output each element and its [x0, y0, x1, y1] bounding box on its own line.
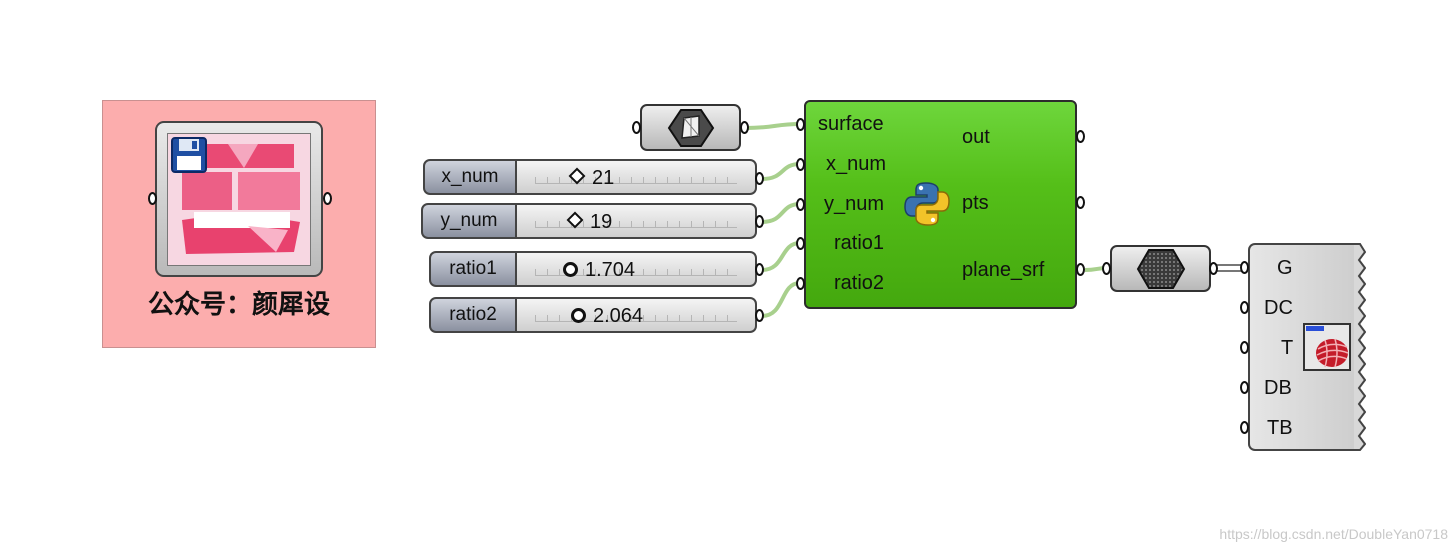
python-output-grip-plane-srf[interactable]: [1076, 263, 1085, 276]
slider-x-num-label: x_num: [423, 159, 517, 195]
input-surface[interactable]: surface: [818, 113, 884, 135]
floppy-disk-icon: [171, 137, 207, 173]
preview-input-grip-t[interactable]: [1240, 341, 1249, 354]
surface-param-input-grip[interactable]: [632, 121, 641, 134]
python-input-grip-ratio2[interactable]: [796, 277, 805, 290]
wire-surface: [745, 122, 801, 130]
preview-input-g[interactable]: G: [1277, 257, 1293, 279]
wire-x-num: [761, 162, 801, 181]
wire-ratio1: [761, 241, 801, 272]
input-y-num[interactable]: y_num: [824, 193, 885, 215]
preview-input-dc[interactable]: DC: [1264, 297, 1293, 319]
python-input-grip-y-num[interactable]: [796, 198, 805, 211]
input-ratio2[interactable]: ratio2: [834, 272, 885, 294]
python-output-grip-out[interactable]: [1076, 130, 1085, 143]
output-pts[interactable]: pts: [962, 192, 989, 214]
preview-input-grip-dc[interactable]: [1240, 301, 1249, 314]
output-out[interactable]: out: [962, 126, 990, 148]
surface-param-output-grip[interactable]: [740, 121, 749, 134]
preview-input-tb[interactable]: TB: [1267, 417, 1293, 439]
slider-x-num-value: 21: [592, 167, 615, 189]
slider-ratio1-knob[interactable]: [563, 262, 578, 277]
python-input-grip-x-num[interactable]: [796, 158, 805, 171]
image-sampler-output-grip[interactable]: [323, 192, 332, 205]
slider-ratio2[interactable]: 2.064: [517, 297, 757, 333]
surface-icon: [667, 109, 715, 147]
slider-ratio2-output-grip[interactable]: [755, 309, 764, 322]
preview-input-grip-g[interactable]: [1240, 261, 1249, 274]
slider-y-num-output-grip[interactable]: [755, 215, 764, 228]
slider-ratio1-value: 1.704: [585, 259, 636, 281]
geometry-param-input-grip[interactable]: [1102, 262, 1111, 275]
slider-y-num[interactable]: 19: [517, 203, 757, 239]
slider-y-num-label: y_num: [421, 203, 517, 239]
wire-to-preview: [1214, 264, 1242, 272]
preview-input-grip-db[interactable]: [1240, 381, 1249, 394]
slider-x-num-knob[interactable]: [568, 167, 586, 185]
group-label: 公众号：颜犀设: [147, 290, 330, 320]
input-x-num[interactable]: x_num: [826, 153, 887, 175]
geometry-param-node[interactable]: [1110, 245, 1211, 292]
image-sampler-input-grip[interactable]: [148, 192, 157, 205]
slider-ratio1-output-grip[interactable]: [755, 263, 764, 276]
custom-preview-icon: [1303, 323, 1351, 371]
preview-input-t[interactable]: T: [1281, 337, 1294, 359]
slider-ticks: [535, 269, 737, 276]
slider-ratio1-label: ratio1: [429, 251, 517, 287]
watermark: https://blog.csdn.net/DoubleYan0718: [1219, 526, 1448, 542]
hexagon-mesh-icon: [1136, 249, 1186, 289]
slider-x-num[interactable]: 21: [517, 159, 757, 195]
python-input-grip-surface[interactable]: [796, 118, 805, 131]
slider-ratio2-knob[interactable]: [571, 308, 586, 323]
slider-y-num-knob[interactable]: [566, 211, 584, 229]
slider-ticks: [535, 315, 737, 322]
slider-ticks: [535, 221, 737, 228]
slider-ratio2-value: 2.064: [593, 305, 644, 327]
preview-zigzag-edge: [1354, 243, 1366, 451]
slider-ticks: [535, 177, 737, 184]
slider-ratio1[interactable]: 1.704: [517, 251, 757, 287]
wire-ratio2: [761, 281, 801, 318]
slider-x-num-output-grip[interactable]: [755, 172, 764, 185]
preview-input-grip-tb[interactable]: [1240, 421, 1249, 434]
python-input-grip-ratio1[interactable]: [796, 237, 805, 250]
surface-param-node[interactable]: [640, 104, 741, 151]
python-icon: [903, 180, 951, 228]
slider-y-num-value: 19: [590, 211, 613, 233]
slider-ratio2-label: ratio2: [429, 297, 517, 333]
input-ratio1[interactable]: ratio1: [834, 232, 885, 254]
python-output-grip-pts[interactable]: [1076, 196, 1085, 209]
geometry-param-output-grip[interactable]: [1209, 262, 1218, 275]
output-plane-srf[interactable]: plane_srf: [962, 259, 1045, 281]
wire-y-num: [761, 202, 801, 224]
preview-input-db[interactable]: DB: [1264, 377, 1292, 399]
